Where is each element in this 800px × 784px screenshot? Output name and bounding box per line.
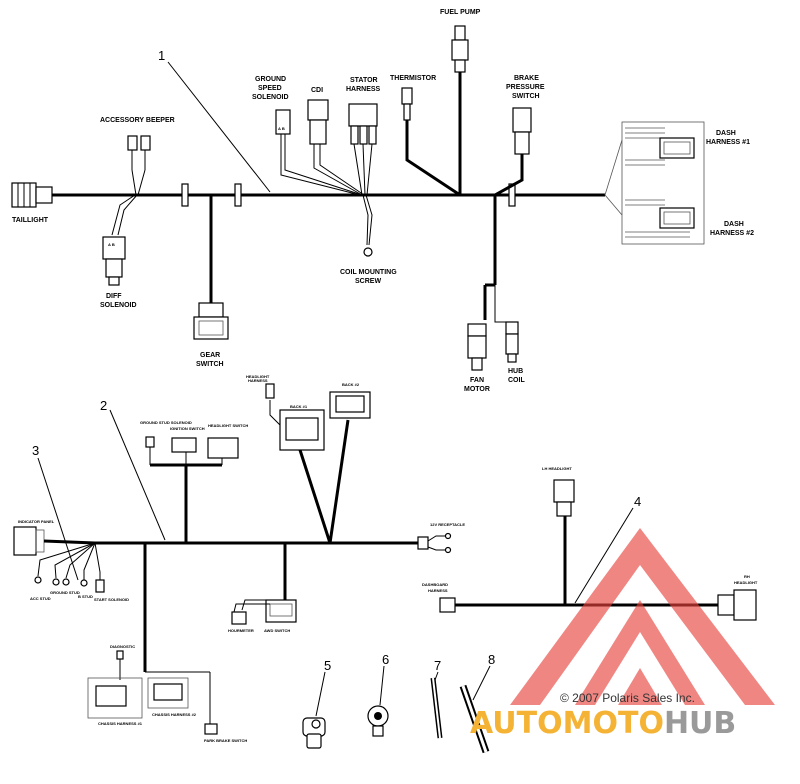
callout-4: 4 [634,494,641,509]
chassis1-label: CHASSIS HARNESS #1 [98,721,143,726]
watermark-logo [510,528,775,705]
ignition-branch [145,436,239,543]
callout-5: 5 [324,658,331,673]
hourmeter-label: HOURMETER [228,628,254,633]
fan-hub-branch [467,195,519,371]
headlight-switch-label: HEADLIGHT SWITCH [208,423,248,428]
accessory-beeper [127,135,151,196]
diff-label-1: DIFF [106,293,122,300]
ground-speed-solenoid: A B [275,109,363,196]
coil-mounting-screw [362,194,373,257]
hourmeter-awd-branch [231,543,297,625]
brake-label-2: PRESSURE [506,84,545,91]
indicator-panel-label: INDICATOR PANEL [18,519,55,524]
dash2-label-1: DASH [724,221,744,228]
svg-text:A B: A B [108,242,115,247]
gear-label-1: GEAR [200,352,220,359]
headlight-harness-label-1: HEADLIGHT [246,374,270,379]
chassis2-label: CHASSIS HARNESS #2 [152,712,197,717]
back2-label: BACK #2 [342,382,360,387]
thermistor-label: THERMISTOR [390,75,436,82]
gear-switch [193,195,229,340]
fan-label-1: FAN [470,377,484,384]
diagnostic-label: DIAGNOSTIC [110,644,135,649]
brake-label-1: BRAKE [514,75,539,82]
inline-connector [234,183,242,207]
ground-stud-label: GROUND STUD [50,590,80,595]
part-5-grommet [302,717,326,749]
taillight-connector [11,182,53,208]
callout-1: 1 [158,48,165,63]
main-harness: TAILLIGHT ACCESSORY BEEPER A B DIFF SOLE… [11,9,754,393]
svg-text:A B: A B [278,126,285,131]
receptacle [427,532,452,554]
callout-7: 7 [434,658,441,673]
stud-wires [34,542,105,593]
dashboard-label-1: DASHBOARD [422,582,448,587]
ignition-switch-label: IGNITION SWITCH [170,426,205,431]
dash2-label-2: HARNESS #2 [710,230,754,237]
dashboard-label-2: HARNESS [428,588,448,593]
back1-label: BACK #1 [290,404,308,409]
diff-label-2: SOLENOID [100,302,137,309]
back-branch [265,383,371,544]
dash1-label-1: DASH [716,130,736,137]
rh-headlight-label-1: RH [744,574,750,579]
chassis-harness: INDICATOR PANEL ACC STUD GROUND STUD B S… [13,374,465,743]
copyright-text: © 2007 Polaris Sales Inc. [560,691,695,705]
rh-headlight-label-2: HEADLIGHT [734,580,758,585]
thermistor [401,87,461,197]
part-7-tie [430,677,443,739]
dash1-label-2: HARNESS #1 [706,139,750,146]
gear-label-2: SWITCH [196,361,224,368]
diff-solenoid: A B [102,194,138,286]
headlight-harness-label-2: HARNESS [248,378,268,383]
callout-6: 6 [382,652,389,667]
acc-stud-label: ACC STUD [30,596,51,601]
coil-screw-label-1: COIL MOUNTING [340,269,397,276]
dash-harness-wiring [604,121,705,245]
indicator-panel [13,526,96,556]
part-6-clip [367,705,389,737]
chassis-connectors [87,543,218,735]
park-brake-label: PARK BRAKE SWITCH [204,738,247,743]
callout-8: 8 [488,652,495,667]
awd-switch-label: AWD SWITCH [264,628,290,633]
cdi-connector [307,99,365,196]
inline-connector [181,183,189,207]
gss-label-2: SPEED [258,85,282,92]
fuel-pump-label: FUEL PUMP [440,9,481,16]
watermark-brand: AUTOMOTOHUB [470,706,736,741]
brake-pressure-switch [494,107,532,197]
fuel-pump [451,25,469,195]
taillight-label: TAILLIGHT [12,217,49,224]
ground-stud-solenoid-label: GROUND STUD SOLENOID [140,420,192,425]
b-stud-label: B STUD [78,594,93,599]
fan-label-2: MOTOR [464,386,490,393]
callout-2: 2 [100,398,107,413]
hub-label-1: HUB [508,368,523,375]
callouts: 1 2 3 4 5 6 7 8 [32,48,641,717]
receptacle-label: 12V RECEPTACLE [430,522,465,527]
lh-headlight-label: LH HEADLIGHT [542,466,572,471]
start-solenoid-label: START SOLENOID [94,597,129,602]
part-8-tie [459,684,490,754]
gss-label-1: GROUND [255,76,286,83]
stator-harness [348,103,378,196]
stator-label-1: STATOR [350,77,378,84]
hub-label-2: COIL [508,377,525,384]
coil-screw-label-2: SCREW [355,278,381,285]
brake-label-3: SWITCH [512,93,540,100]
cdi-label: CDI [311,87,323,94]
gss-label-3: SOLENOID [252,94,289,101]
accessory-beeper-label: ACCESSORY BEEPER [100,117,175,124]
callout-3: 3 [32,443,39,458]
stator-label-2: HARNESS [346,86,381,93]
